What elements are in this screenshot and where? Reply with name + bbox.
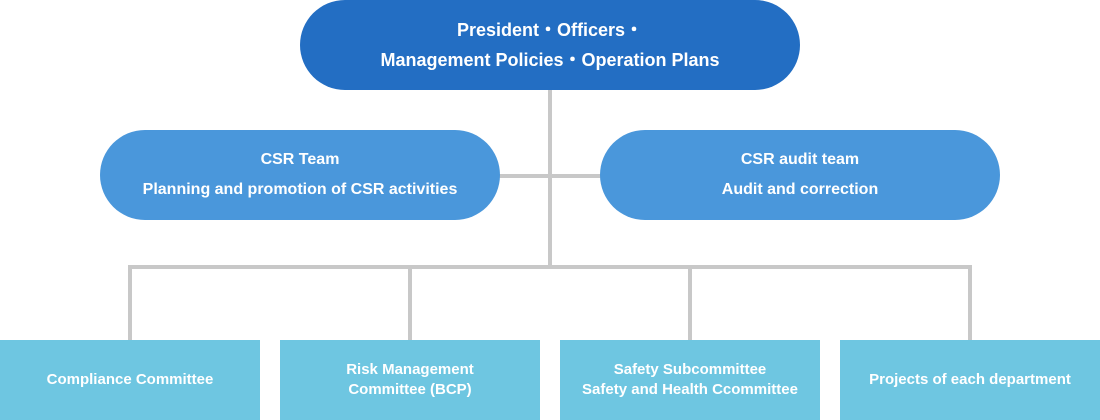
csr-team-subtitle: Planning and promotion of CSR activities xyxy=(142,181,458,198)
csr-audit-title: CSR audit team xyxy=(740,151,860,168)
committee-label-line1: Compliance Committee xyxy=(46,371,214,388)
csr-audit-team-node: CSR audit team Audit and correction xyxy=(600,130,1000,220)
top-node-line2: Management Policies・Operation Plans xyxy=(380,50,720,70)
committee-label-line1: Safety Subcommittee xyxy=(613,361,767,378)
safety-subcommittee-box: Safety Subcommittee Safety and Health Cc… xyxy=(560,340,820,420)
president-officers-node: President・Officers・ Management Policies・… xyxy=(300,0,800,90)
top-node-line1: President・Officers・ xyxy=(456,20,644,40)
csr-audit-subtitle: Audit and correction xyxy=(721,181,879,198)
committee-label-line2: Safety and Health Ccommittee xyxy=(582,381,798,398)
committee-label-line2: Committee (BCP) xyxy=(348,381,472,398)
risk-management-committee-box: Risk Management Committee (BCP) xyxy=(280,340,540,420)
csr-team-node: CSR Team Planning and promotion of CSR a… xyxy=(100,130,500,220)
committee-label-line1: Risk Management xyxy=(346,361,474,378)
csr-team-title: CSR Team xyxy=(260,151,340,168)
compliance-committee-box: Compliance Committee xyxy=(0,340,260,420)
projects-of-each-department-box: Projects of each department xyxy=(840,340,1100,420)
committee-label-line1: Projects of each department xyxy=(869,371,1071,388)
